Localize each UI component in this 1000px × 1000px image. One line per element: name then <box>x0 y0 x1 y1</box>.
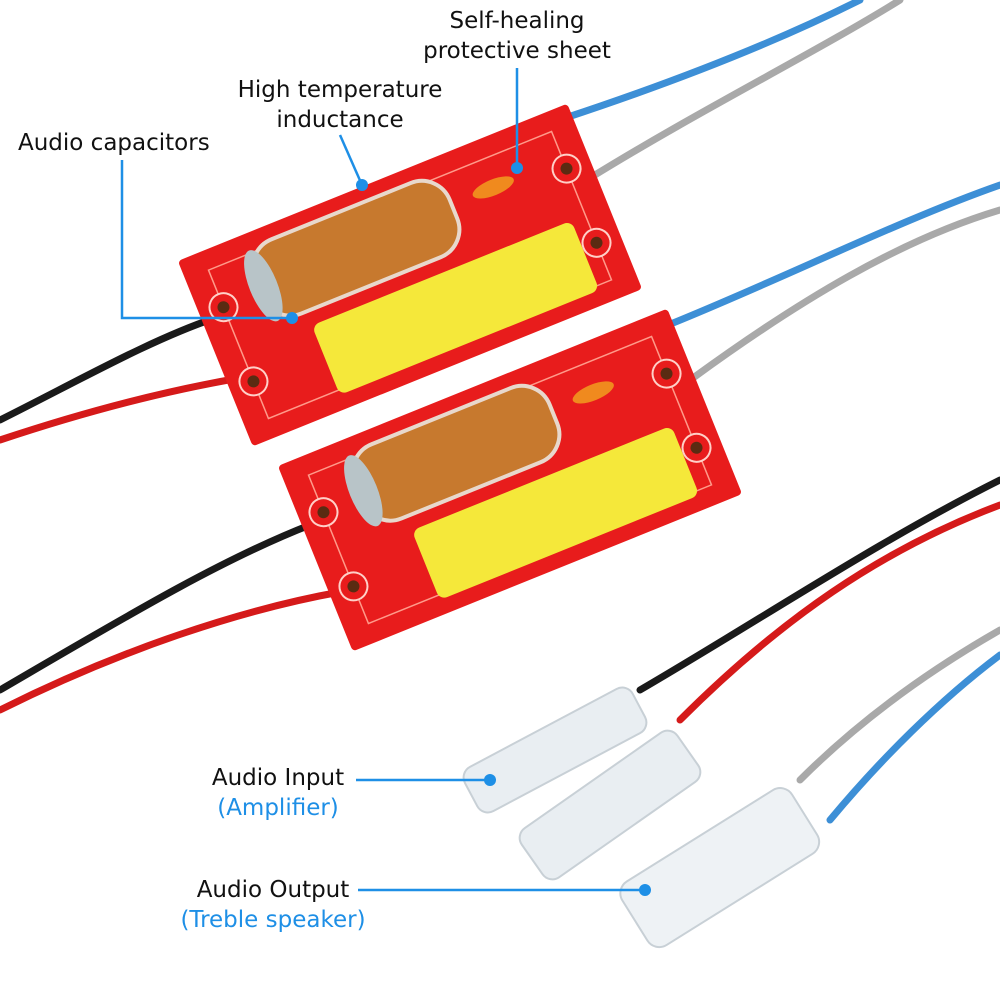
label-line: protective sheet <box>423 38 611 64</box>
label-line: Audio Output <box>196 877 350 903</box>
label-inductance: High temperature inductance <box>210 75 470 135</box>
leader-dots <box>286 162 651 896</box>
label-line: High temperature <box>237 77 443 103</box>
crossover-board-2 <box>279 309 741 651</box>
label-line: inductance <box>276 107 404 133</box>
output-connectors <box>619 787 821 949</box>
label-audio-output: Audio Output (Treble speaker) <box>168 875 378 935</box>
label-subline: (Treble speaker) <box>180 907 366 933</box>
input-wires-left <box>0 314 344 714</box>
input-connectors <box>462 686 702 881</box>
output-wires-right <box>561 0 1000 382</box>
label-audio-input: Audio Input (Amplifier) <box>186 763 370 823</box>
label-line: Audio capacitors <box>18 130 210 156</box>
connector-wires <box>636 476 1000 824</box>
label-line: Audio Input <box>211 765 345 791</box>
label-subline: (Amplifier) <box>217 795 339 821</box>
label-line: Self-healing <box>449 8 585 34</box>
crossover-board-1 <box>179 104 641 446</box>
label-self-healing-sheet: Self-healing protective sheet <box>400 6 634 66</box>
label-audio-capacitors: Audio capacitors <box>18 128 210 158</box>
leader-lines <box>120 68 645 892</box>
